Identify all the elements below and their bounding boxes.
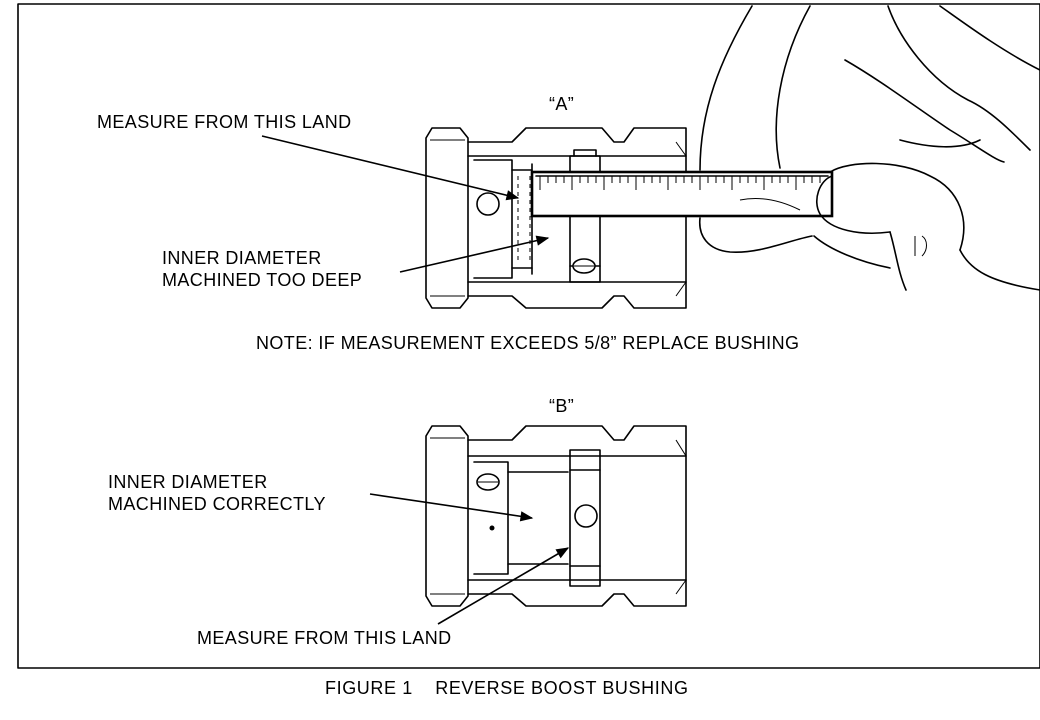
replacement-note: NOTE: IF MEASUREMENT EXCEEDS 5/8” REPLAC… xyxy=(256,333,799,353)
figure-frame xyxy=(17,3,1040,669)
bushing-b xyxy=(425,425,687,607)
view-a-label: “A” xyxy=(549,94,574,114)
callout-a-inner-diameter-line2: MACHINED TOO DEEP xyxy=(162,270,362,290)
callout-a-inner-diameter-line1: INNER DIAMETER xyxy=(162,248,322,268)
callout-b-inner-diameter-line2: MACHINED CORRECTLY xyxy=(108,494,326,514)
view-b-label: “B” xyxy=(549,396,574,416)
ruler xyxy=(530,170,834,218)
callout-b-measure-from-land: MEASURE FROM THIS LAND xyxy=(197,628,452,648)
hand-illustration xyxy=(699,5,1040,291)
bushing-a xyxy=(425,127,687,309)
callout-b-inner-diameter-line1: INNER DIAMETER xyxy=(108,472,268,492)
callout-a-measure-from-land: MEASURE FROM THIS LAND xyxy=(97,112,352,132)
figure-caption: FIGURE 1 REVERSE BOOST BUSHING xyxy=(325,678,689,698)
